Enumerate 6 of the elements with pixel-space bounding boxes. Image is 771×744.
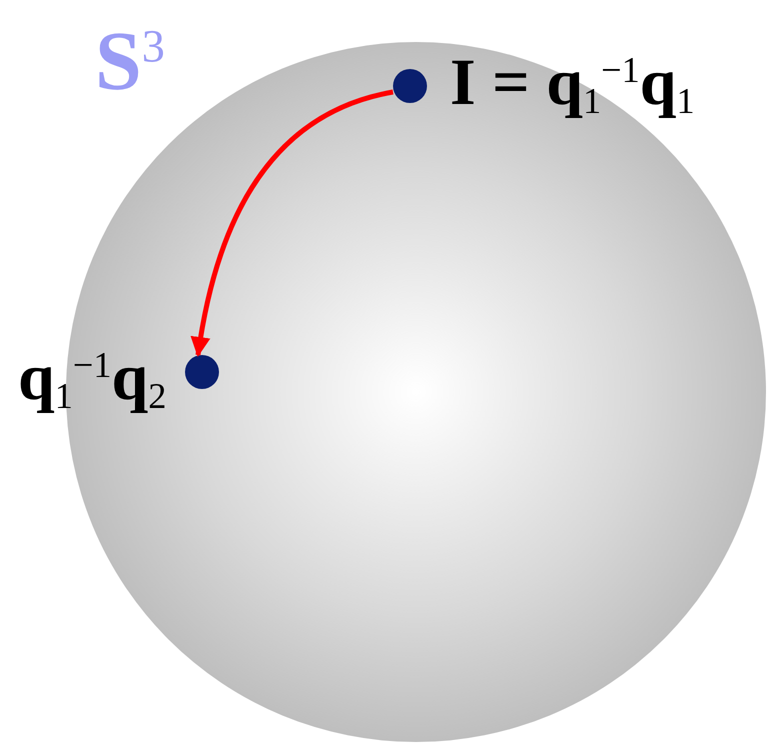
- point-label: I = q$_{1}$$^{−1}$q$_{1}$: [450, 50, 695, 120]
- point-dot: [185, 355, 219, 389]
- space-label: S$^{3}$: [95, 20, 165, 104]
- point-dot: [393, 69, 427, 103]
- point-label: q$_{1}$$^{−1}$q$_{2}$: [18, 345, 166, 414]
- curved-arrow: [191, 90, 394, 357]
